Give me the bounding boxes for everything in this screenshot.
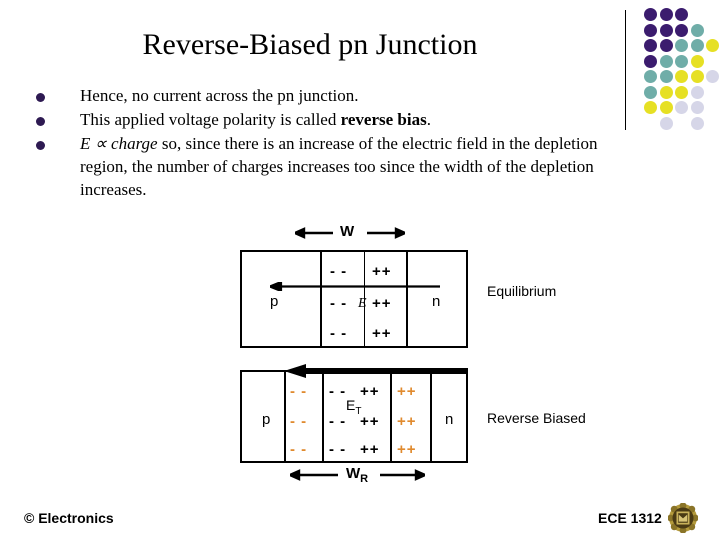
decorative-dot [659, 23, 673, 37]
footer-course-code: ECE 1312 [598, 510, 662, 526]
negative-charge-group: - - [330, 325, 348, 342]
n-region-label: n [432, 293, 441, 310]
bullet-text-no-current: Hence, no current across the pn junction… [80, 86, 359, 105]
p-region-label: p [262, 411, 271, 428]
extra-negative-charge-group: - - [290, 413, 308, 430]
decorative-dot [690, 23, 704, 37]
decorative-dot [659, 39, 673, 52]
depletion-right-boundary [406, 252, 408, 346]
decorative-dot [706, 39, 719, 52]
equilibrium-left-boundary [322, 372, 324, 461]
measure-label-w: W [340, 223, 355, 240]
decorative-dot [644, 54, 657, 68]
decorative-dot [659, 8, 673, 21]
decorative-dot [659, 85, 673, 99]
n-region-label: n [445, 411, 454, 428]
decorative-dot [644, 101, 657, 114]
decorative-dot [675, 70, 688, 83]
et-base: E [346, 397, 356, 413]
equilibrium-junction-diagram: p n - - - - - - ++ ++ ++ E [240, 250, 468, 348]
university-seal-icon [668, 503, 698, 533]
extra-negative-charge-group: - - [290, 383, 308, 400]
positive-charge-group: ++ [360, 413, 380, 430]
equilibrium-right-boundary [390, 372, 392, 461]
decorative-dot [675, 8, 688, 21]
extra-negative-charge-group: - - [290, 441, 308, 458]
bullet-dot-icon [36, 93, 45, 102]
decorative-dot [690, 85, 704, 99]
decorative-dot [659, 116, 673, 130]
decorative-dot [690, 54, 704, 68]
list-item: This applied voltage polarity is called … [36, 108, 616, 131]
reverse-biased-junction-diagram: p n - - - - - - - - - - - - ++ ++ ++ ++ … [240, 364, 468, 463]
bullet-dot-icon [36, 141, 45, 150]
bullet-text-reverse-bias: This applied voltage polarity is called … [80, 110, 431, 129]
positive-charge-group: ++ [372, 295, 392, 312]
positive-charge-group: ++ [360, 441, 380, 458]
positive-charge-group: ++ [360, 383, 380, 400]
decorative-dot [644, 70, 657, 83]
decorative-dot [706, 70, 719, 83]
electric-field-arrow-icon [270, 282, 440, 291]
decorative-dot [675, 39, 688, 52]
depletion-width-measure-wr: WR [287, 466, 428, 488]
positive-charge-group: ++ [372, 263, 392, 280]
reverse-biased-caption: Reverse Biased [487, 410, 586, 426]
bullet-list: Hence, no current across the pn junction… [36, 84, 616, 202]
decorative-dot [690, 70, 704, 83]
total-electric-field-arrow-icon [284, 364, 468, 378]
decorative-dot [690, 101, 704, 114]
depletion-left-boundary [320, 252, 322, 346]
decorative-dot [690, 116, 704, 130]
list-item: E ∝ charge so, since there is an increas… [36, 132, 616, 201]
decorative-dot [644, 39, 657, 52]
double-arrow-icon [292, 227, 408, 239]
depletion-right-boundary-extended [430, 372, 432, 461]
measure-label-wr: WR [346, 466, 368, 487]
list-item: Hence, no current across the pn junction… [36, 84, 616, 107]
footer-copyright: © Electronics [24, 510, 114, 526]
wr-subscript: R [360, 473, 369, 485]
negative-charge-group: - - [329, 383, 347, 400]
decorative-dot [659, 54, 673, 68]
negative-charge-group: - - [329, 441, 347, 458]
equilibrium-caption: Equilibrium [487, 283, 557, 299]
double-arrow-icon [287, 469, 428, 481]
depletion-left-boundary-extended [284, 372, 286, 461]
page-title: Reverse-Biased pn Junction [142, 28, 478, 61]
decorative-dot [659, 101, 673, 114]
extra-positive-charge-group: ++ [397, 383, 417, 400]
bullet-dot-icon [36, 117, 45, 126]
decorative-dot [675, 85, 688, 99]
decorative-dot [659, 70, 673, 83]
negative-charge-group: - - [329, 413, 347, 430]
decorative-dot [644, 23, 657, 37]
depletion-width-measure-w: W [292, 223, 408, 246]
wr-base: W [346, 465, 361, 482]
total-electric-field-label: ET [346, 398, 361, 419]
extra-positive-charge-group: ++ [397, 413, 417, 430]
decorative-dot [675, 101, 688, 114]
electric-field-label: E [358, 296, 367, 311]
decorative-dot [675, 23, 688, 37]
decorative-dot [644, 85, 657, 99]
decorative-dot [690, 39, 704, 52]
decorative-dot [675, 54, 688, 68]
bullet-text-e-charge: E ∝ charge so, since there is an increas… [80, 134, 598, 199]
p-region-label: p [270, 293, 279, 310]
decorative-dot-grid [644, 8, 720, 130]
metallurgical-junction-line [364, 252, 365, 346]
decorative-dot [644, 8, 657, 21]
negative-charge-group: - - [330, 295, 348, 312]
extra-positive-charge-group: ++ [397, 441, 417, 458]
negative-charge-group: - - [330, 263, 348, 280]
et-subscript: T [355, 405, 362, 417]
positive-charge-group: ++ [372, 325, 392, 342]
vertical-divider [625, 10, 626, 130]
